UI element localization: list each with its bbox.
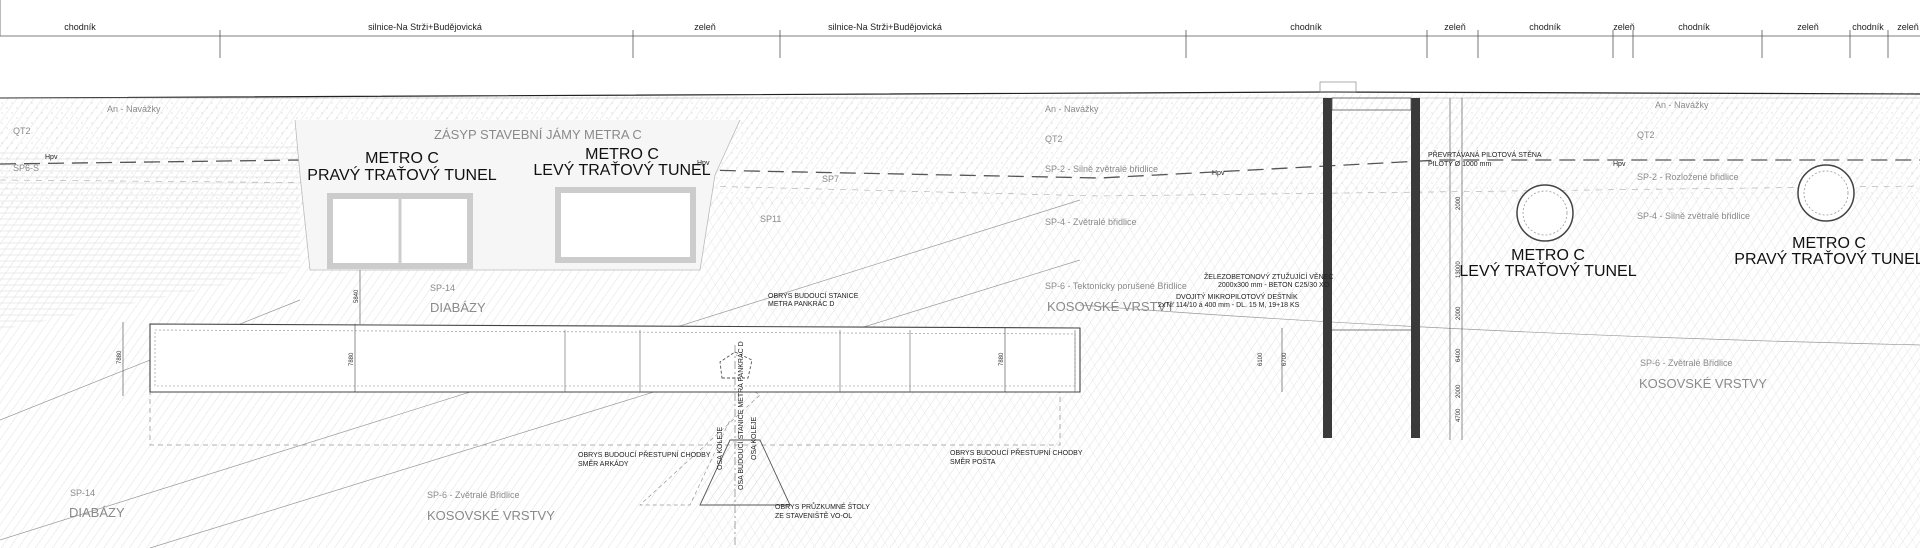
exploration-gallery <box>699 439 791 506</box>
stratum-label: SP-2 - Rozložené břidlice <box>1637 172 1739 182</box>
backfill-label: ZÁSYP STAVEBNÍ JÁMY METRA C <box>434 127 642 142</box>
stratum-label: Hpv <box>1613 161 1626 168</box>
dimension-label: 6400 <box>1456 348 1462 362</box>
zone-bar <box>0 0 1920 58</box>
gallery-tunnel <box>149 323 1081 393</box>
zone-label: chodník <box>1290 22 1322 32</box>
zone-label: zeleň <box>1897 22 1919 32</box>
dimension-label: 5840 <box>354 289 360 303</box>
stratum-label: SP6-S <box>13 163 39 173</box>
tunnel-label: LEVÝ TRAŤOVÝ TUNEL <box>533 160 710 179</box>
note: PILOTY Ø 1000 mm <box>1428 161 1491 168</box>
zone-labels: chodník silnice-Na Strži+Budějovická zel… <box>64 22 1919 32</box>
note: OBRYS PRŮZKUMNÉ ŠTOLY <box>775 502 870 511</box>
zone-label: zeleň <box>1797 22 1819 32</box>
stratum-label: SP11 <box>760 214 781 224</box>
formation-label: DIABÁZY <box>430 300 486 315</box>
dimension-lines <box>122 98 1463 440</box>
zone-label: chodník <box>1678 22 1710 32</box>
note: 2xTř. 114/10 á 400 mm - DL. 15 M, 19+18 … <box>1158 302 1300 309</box>
stratum-label: QT2 <box>13 126 31 136</box>
note: OBRYS BUDOUCÍ PŘESTUPNÍ CHODBY <box>950 448 1083 457</box>
strata-labels: An - Navážky An - Navážky An - Navážky Q… <box>13 100 1750 500</box>
zone-label: chodník <box>64 22 96 32</box>
note: DVOJITÝ MIKROPILOTOVÝ DEŠTNÍK <box>1176 292 1298 301</box>
zone-label: zeleň <box>1613 22 1635 32</box>
note: 2000x300 mm - BETON C25/30 XO <box>1218 282 1330 289</box>
stratum-label: SP7 <box>822 174 839 184</box>
stratum-label: SP-4 - Zvětralé břidlice <box>1045 217 1137 227</box>
stratum-label: An - Navážky <box>1655 100 1709 110</box>
shaft <box>1319 81 1420 438</box>
note: OBRYS BUDOUCÍ STANICE <box>768 291 859 300</box>
zone-label: chodník <box>1529 22 1561 32</box>
dimension-label: 2000 <box>1456 196 1462 210</box>
dimension-label: 7880 <box>117 350 123 364</box>
stratum-label: SP-6 - Tektonicky porušené Břidlice <box>1045 281 1187 291</box>
dimension-label: 2000 <box>1456 306 1462 320</box>
stratum-label: An - Navážky <box>107 104 161 114</box>
note: SMĚR POŠTA <box>950 457 996 466</box>
tunnel-label: METRO C <box>1511 247 1585 264</box>
tunnel-label: PRAVÝ TRAŤOVÝ TUNEL <box>1734 249 1920 268</box>
note: PŘEVRTÁVANÁ PILOTOVÁ STĚNA <box>1428 150 1542 159</box>
stratum-label: SP-14 <box>70 488 95 498</box>
dimension-label: 4700 <box>1456 408 1462 422</box>
dimension-label: 7880 <box>999 352 1005 366</box>
stratum-label: QT2 <box>1045 134 1063 144</box>
formation-label: KOSOVSKÉ VRSTVY <box>1639 376 1767 391</box>
zone-label: chodník <box>1852 22 1884 32</box>
axis-note: OSA BUDOUCÍ STANICE METRA PANKRÁC D <box>736 341 745 490</box>
stratum-label: SP-6 - Zvětralé Břidlice <box>1640 358 1733 368</box>
formation-label: DIABÁZY <box>69 505 125 520</box>
stratum-label: SP-6 - Zvětralé Břidlice <box>427 490 520 500</box>
note: OBRYS BUDOUCÍ PŘESTUPNÍ CHODBY <box>578 450 711 459</box>
stratum-label: SP-14 <box>430 283 455 293</box>
note: METRA PANKRÁC D <box>768 299 834 308</box>
stratum-label: Hpv <box>45 154 58 161</box>
zone-label: silnice-Na Strži+Budějovická <box>368 22 482 32</box>
tunnel-labels: METRO C PRAVÝ TRAŤOVÝ TUNEL METRO C LEVÝ… <box>307 146 1920 280</box>
groundwater-line <box>0 159 1920 179</box>
annotations: OBRYS BUDOUCÍ STANICE METRA PANKRÁC D ŽE… <box>578 150 1542 520</box>
right-tunnels <box>1516 164 1855 242</box>
note: SMĚR ARKÁDY <box>578 459 629 468</box>
formation-label: KOSOVSKÉ VRSTVY <box>1047 299 1175 314</box>
backfill-pit <box>294 119 741 271</box>
dimension-label: 6700 <box>1282 352 1288 366</box>
stratum-label: SP-4 - Silně zvětralé břidlice <box>1637 211 1750 221</box>
formation-label: KOSOVSKÉ VRSTVY <box>427 508 555 523</box>
tunnel-label: METRO C <box>585 146 659 163</box>
stratum-label: Hpv <box>1212 170 1225 177</box>
tunnel-label: LEVÝ TRAŤOVÝ TUNEL <box>1459 261 1636 280</box>
zone-label: zeleň <box>694 22 716 32</box>
dimension-label: 6100 <box>1258 352 1264 366</box>
note: ZE STAVENIŠTĚ VO-OL <box>775 511 852 520</box>
zone-label: zeleň <box>1444 22 1466 32</box>
dimension-label: 7880 <box>349 352 355 366</box>
tunnel-label: PRAVÝ TRAŤOVÝ TUNEL <box>307 165 496 184</box>
zone-label: silnice-Na Strži+Budějovická <box>828 22 942 32</box>
axis-note: OSA KOLEJE <box>717 426 724 470</box>
dimension-label: 13000 <box>1456 261 1462 278</box>
note: ŽELEZOBETONOVÝ ZTUŽUJÍCÍ VĚNEC <box>1204 272 1333 281</box>
dimension-label: 2000 <box>1456 384 1462 398</box>
stratum-label: An - Navážky <box>1045 104 1099 114</box>
stratum-label: Hpv <box>697 160 710 167</box>
stratum-label: QT2 <box>1637 130 1655 140</box>
dimension-labels: 7880 5840 7880 7880 6100 6700 2000 13000… <box>117 196 1462 422</box>
formation-labels: ZÁSYP STAVEBNÍ JÁMY METRA C DIABÁZY DIAB… <box>69 127 1767 523</box>
axis-note: OSA KOLEJE <box>751 416 758 460</box>
tunnel-label: METRO C <box>365 150 439 167</box>
tunnel-label: METRO C <box>1792 235 1866 252</box>
stratum-label: SP-2 - Silně zvětralé břidlice <box>1045 164 1158 174</box>
